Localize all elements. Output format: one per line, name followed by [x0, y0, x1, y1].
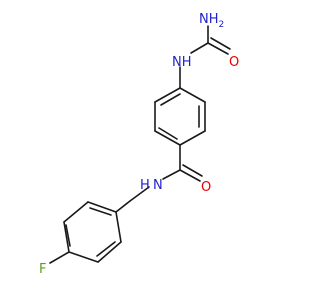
- bond-ring-a-inner-2: [158, 127, 178, 140]
- bond-ring-a-6: [154, 87, 181, 103]
- amide-hydrogen-label: H: [140, 178, 150, 193]
- bond-ring-a-4: [154, 130, 181, 146]
- bond-ring-b-inner-1: [96, 241, 116, 257]
- bond-c1-nh: [190, 42, 209, 54]
- bond-amide-co-b: [182, 164, 203, 177]
- structure-diagram: NH2 O NH O N H F: [39, 12, 239, 277]
- urea-oxygen-label: O: [229, 55, 239, 70]
- bond-amide-co-a: [179, 169, 201, 182]
- bond-ring-b-inner-3: [89, 207, 112, 216]
- bond-ring-b-4: [63, 221, 70, 253]
- bond-amide-cn: [162, 169, 181, 180]
- bond-ring-b-1: [115, 211, 122, 243]
- bond-ring-b-2: [97, 241, 122, 263]
- amide-oxygen-label: O: [201, 180, 211, 195]
- bond-ring-a-3: [179, 130, 206, 146]
- bond-ring-b-3: [68, 251, 99, 263]
- bond-ring-b-inner-2: [65, 224, 71, 247]
- bond-ring-a-1: [179, 87, 206, 103]
- bond-ring-f: [49, 251, 70, 264]
- amide-nitrogen-label: N: [153, 178, 163, 193]
- fluorine-label: F: [39, 262, 46, 277]
- bond-n-ch2: [129, 186, 150, 202]
- bonds: [49, 25, 231, 264]
- bond-ch2-ring: [115, 200, 131, 213]
- molecule-drawing: NH2 O NH O N H F: [39, 12, 239, 277]
- atom-labels: NH2 O NH O N H F: [39, 12, 239, 277]
- urea-nh-label: NH: [172, 55, 192, 70]
- bond-ring-b-6: [87, 201, 117, 213]
- bond-ring-a-inner-3: [160, 93, 181, 106]
- bond-ring-b-5: [63, 201, 89, 223]
- bond-c1-o-a: [207, 42, 229, 55]
- nh2-label: NH2: [199, 12, 224, 30]
- bond-c1-o-b: [210, 37, 231, 50]
